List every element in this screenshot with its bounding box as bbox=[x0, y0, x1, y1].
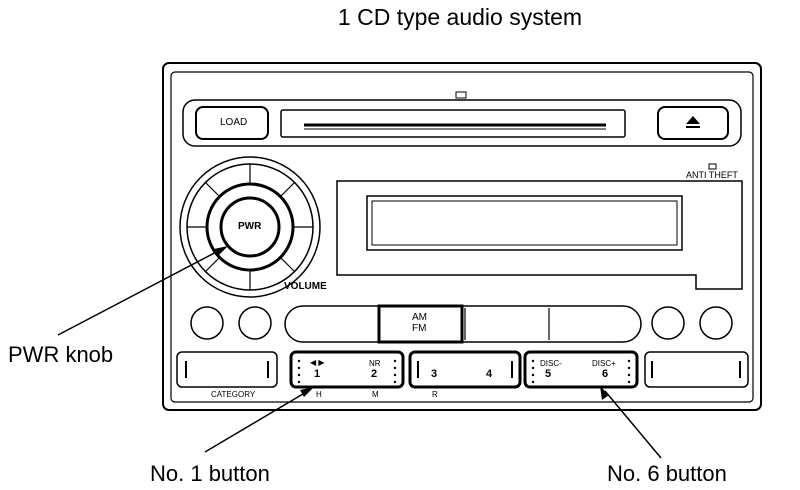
diagram-title: 1 CD type audio system bbox=[337, 4, 583, 30]
button-1-number[interactable]: 1 bbox=[314, 368, 321, 380]
pwr-knob-callout: PWR knob bbox=[8, 342, 114, 367]
display-window bbox=[366, 195, 683, 251]
preset-button-3-4 bbox=[408, 350, 522, 389]
no1-button-callout: No. 1 button bbox=[150, 461, 270, 486]
pwr-label: PWR bbox=[238, 221, 262, 232]
cd-slot-frame bbox=[280, 109, 626, 138]
button-3-number[interactable]: 3 bbox=[431, 368, 438, 380]
no6-button-arrowhead bbox=[600, 386, 609, 400]
display-housing bbox=[336, 180, 743, 290]
volume-label: VOLUME bbox=[284, 281, 327, 292]
pwr-knob-arrowhead bbox=[214, 246, 228, 256]
round-button-1 bbox=[190, 306, 224, 340]
no6-button-callout: No. 6 button bbox=[607, 461, 727, 486]
category-label: CATEGORY bbox=[211, 390, 256, 399]
button-2-number[interactable]: 2 bbox=[371, 368, 378, 380]
cd-panel bbox=[182, 99, 742, 147]
button-5-number[interactable]: 5 bbox=[545, 368, 552, 380]
no1-button-arrowhead bbox=[300, 387, 314, 397]
am-fm-button bbox=[377, 304, 464, 344]
button-2-top: NR bbox=[369, 359, 381, 368]
load-button bbox=[195, 106, 269, 140]
fm-label: FM bbox=[412, 323, 427, 334]
am-label: AM bbox=[412, 312, 427, 323]
eject-button bbox=[657, 106, 729, 140]
right-button bbox=[644, 351, 749, 388]
anti-theft-label: ANTI THEFT bbox=[686, 170, 738, 180]
button-1-sub: H bbox=[316, 390, 322, 399]
button-6-top: DISC+ bbox=[592, 359, 616, 368]
pwr-knob bbox=[219, 196, 281, 258]
preset-button-5-6 bbox=[523, 350, 639, 389]
button-3-sub: R bbox=[432, 390, 438, 399]
pwr-knob-leader bbox=[57, 248, 223, 336]
round-button-3 bbox=[651, 306, 685, 340]
button-4-number[interactable]: 4 bbox=[486, 368, 493, 380]
preset-button-1-2 bbox=[289, 350, 405, 389]
eject-icon bbox=[686, 116, 700, 124]
anti-theft-led bbox=[708, 163, 717, 170]
round-button-4 bbox=[699, 306, 733, 340]
no6-button-leader bbox=[604, 390, 662, 459]
button-2-sub: M bbox=[372, 390, 379, 399]
round-button-2 bbox=[238, 306, 272, 340]
button-1-symbol: ◀ ▶ bbox=[310, 358, 325, 367]
volume-ring-outer bbox=[179, 156, 321, 298]
load-label: LOAD bbox=[220, 117, 248, 128]
button-5-top: DISC- bbox=[540, 359, 562, 368]
no1-button-leader bbox=[204, 390, 309, 453]
inner-bezel bbox=[170, 71, 754, 403]
cd-led bbox=[455, 91, 467, 99]
button-6-number[interactable]: 6 bbox=[602, 368, 609, 380]
category-button bbox=[176, 351, 278, 388]
outer-bezel bbox=[162, 62, 762, 411]
